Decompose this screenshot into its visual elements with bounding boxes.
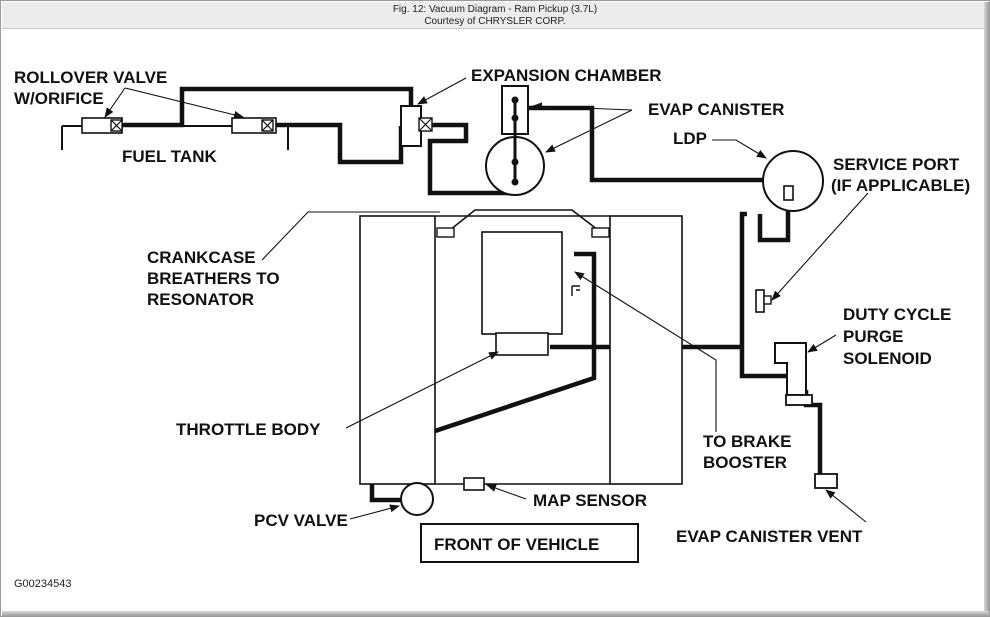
label-service-port-1: SERVICE PORT [833,155,960,174]
pcv-valve [400,482,434,516]
breather-right [591,227,610,238]
label-service-port-2: (IF APPLICABLE) [831,176,970,195]
hose-ldp-solenoid [739,211,795,379]
ldp [762,150,824,212]
label-front-of-vehicle: FRONT OF VEHICLE [434,535,599,554]
label-rollover-valve-1: ROLLOVER VALVE [14,68,167,87]
figure-credit: Courtesy of CHRYSLER CORP. [424,16,566,27]
breather-left [436,227,455,238]
cylinder-bank-left [359,215,436,485]
label-crankcase-1: CRANKCASE [147,248,256,267]
hose-pcv [369,251,597,503]
label-rollover-valve-2: W/ORIFICE [14,89,104,108]
frame-shadow-right [984,2,989,615]
label-pcv-valve: PCV VALVE [254,511,348,530]
cylinder-bank-right [609,215,683,485]
expansion-chamber [400,105,433,147]
hose-canister-ldp [516,105,770,183]
service-port [755,289,772,313]
hose-rollover-left [122,86,414,128]
figure-code: G00234543 [14,578,72,590]
hose-rollover-right [276,122,404,165]
evap-canister-vent [814,473,838,489]
rollover-valve-left [81,117,123,134]
label-duty-cycle-2: PURGE [843,327,903,346]
vacuum-hoses [122,86,823,503]
label-fuel-tank: FUEL TANK [122,147,217,166]
resonator-bridge [449,209,599,231]
engine [359,209,683,485]
label-ldp: LDP [673,129,707,148]
evap-canister [485,85,545,196]
hose-expansion-out [427,122,514,196]
label-duty-cycle-3: SOLENOID [843,349,932,368]
label-crankcase-3: RESONATOR [147,290,254,309]
label-map-sensor: MAP SENSOR [533,491,647,510]
map-sensor [463,477,485,491]
intake-plenum [481,231,563,335]
label-brake-booster-2: BOOSTER [703,453,787,472]
front-of-vehicle-box [420,523,639,563]
purge-solenoid [774,342,813,406]
frame-shadow-bottom [2,611,989,616]
throttle-body [495,332,549,356]
labels: ROLLOVER VALVE W/ORIFICE FUEL TANK EXPAN… [14,66,970,554]
label-throttle-body: THROTTLE BODY [176,420,321,439]
label-brake-booster-1: TO BRAKE [703,432,791,451]
label-crankcase-2: BREATHERS TO [147,269,280,288]
figure-title: Fig. 12: Vacuum Diagram - Ram Pickup (3.… [392,4,598,15]
hose-ldp-down [757,198,791,243]
rollover-valve-right [231,117,277,134]
label-expansion-chamber: EXPANSION CHAMBER [471,66,661,85]
label-evap-canister-vent: EVAP CANISTER VENT [676,527,863,546]
label-evap-canister: EVAP CANISTER [648,100,784,119]
leader-lines [104,77,869,523]
figure-header: Fig. 12: Vacuum Diagram - Ram Pickup (3.… [2,2,988,29]
label-duty-cycle-1: DUTY CYCLE [843,305,951,324]
